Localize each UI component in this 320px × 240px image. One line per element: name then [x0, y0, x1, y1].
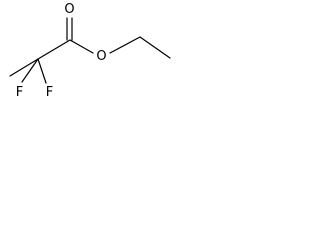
- bond-ester-oxygen-to-ch2: [109, 36, 141, 54]
- bond-methyl-to-cf2: [9, 58, 39, 77]
- bond-carbonyl-carbon-to-ester-oxygen: [69, 39, 94, 54]
- chemical-structure-diagram: O O F F: [9, 2, 171, 100]
- bond-cf2-to-fluorine-left: [21, 58, 39, 83]
- atom-label-fluorine-right: F: [46, 85, 53, 100]
- bond-cf2-to-carbonyl-carbon: [37, 39, 71, 60]
- atom-label-fluorine-left: F: [16, 85, 23, 100]
- atom-label-carbonyl-oxygen: O: [64, 2, 74, 17]
- atom-label-ester-oxygen: O: [96, 49, 106, 64]
- bond-ch2-to-ch3: [139, 36, 171, 59]
- bond-cf2-to-fluorine-right: [37, 58, 47, 84]
